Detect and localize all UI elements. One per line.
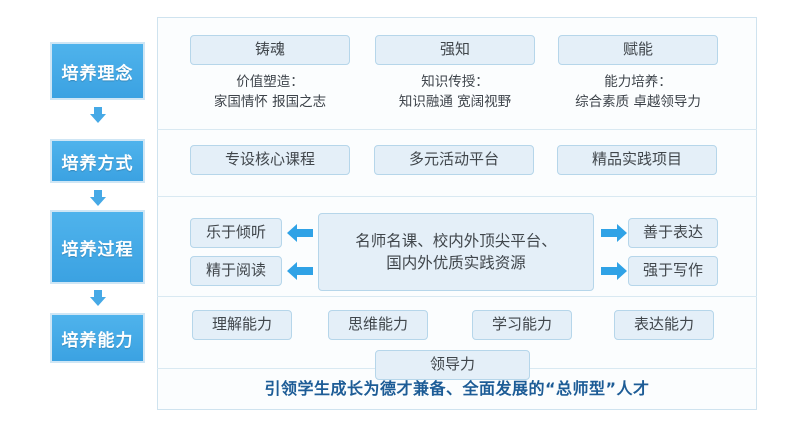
arrow-down-icon-1: [89, 106, 107, 124]
chip-expression[interactable]: 表达能力: [614, 310, 714, 340]
chip-read[interactable]: 精于阅读: [190, 256, 282, 286]
chip-thinking[interactable]: 思维能力: [328, 310, 428, 340]
arrow-down-icon-2: [89, 189, 107, 207]
chip-leadership[interactable]: 领导力: [375, 350, 530, 380]
panel-divider-1: [157, 129, 757, 130]
arrow-right-icon-express: [600, 223, 628, 243]
stage-label-ability[interactable]: 培养能力: [50, 313, 145, 363]
panel-divider-3: [157, 296, 757, 297]
stage-label-concept[interactable]: 培养理念: [50, 42, 145, 100]
chip-resources[interactable]: 名师名课、校内外顶尖平台、 国内外优质实践资源: [318, 213, 594, 291]
arrow-right-icon-write: [600, 261, 628, 281]
chip-activity-platform[interactable]: 多元活动平台: [374, 145, 534, 175]
arrow-left-icon-read: [286, 261, 314, 281]
chip-understanding[interactable]: 理解能力: [192, 310, 292, 340]
chip-funeng[interactable]: 赋能: [558, 35, 718, 65]
chip-core-courses[interactable]: 专设核心课程: [190, 145, 350, 175]
stage-label-process[interactable]: 培养过程: [50, 210, 145, 284]
caption-funeng: 能力培养： 综合素质 卓越领导力: [575, 74, 701, 111]
chip-write[interactable]: 强于写作: [628, 256, 718, 286]
arrow-down-icon-3: [89, 289, 107, 307]
chip-express[interactable]: 善于表达: [628, 218, 718, 248]
panel-divider-2: [157, 196, 757, 197]
chip-practice-project[interactable]: 精品实践项目: [557, 145, 717, 175]
summary-text: 引领学生成长为德才兼备、全面发展的“总师型”人才: [264, 379, 650, 398]
arrow-left-icon-listen: [286, 223, 314, 243]
caption-qiangzhi: 知识传授： 知识融通 宽阔视野: [398, 74, 512, 111]
caption-zhuhun: 价值塑造： 家国情怀 报国之志: [213, 74, 327, 111]
chip-learning[interactable]: 学习能力: [472, 310, 572, 340]
chip-zhuhun[interactable]: 铸魂: [190, 35, 350, 65]
stage-label-method[interactable]: 培养方式: [50, 139, 145, 183]
chip-listen[interactable]: 乐于倾听: [190, 218, 282, 248]
chip-qiangzhi[interactable]: 强知: [375, 35, 535, 65]
